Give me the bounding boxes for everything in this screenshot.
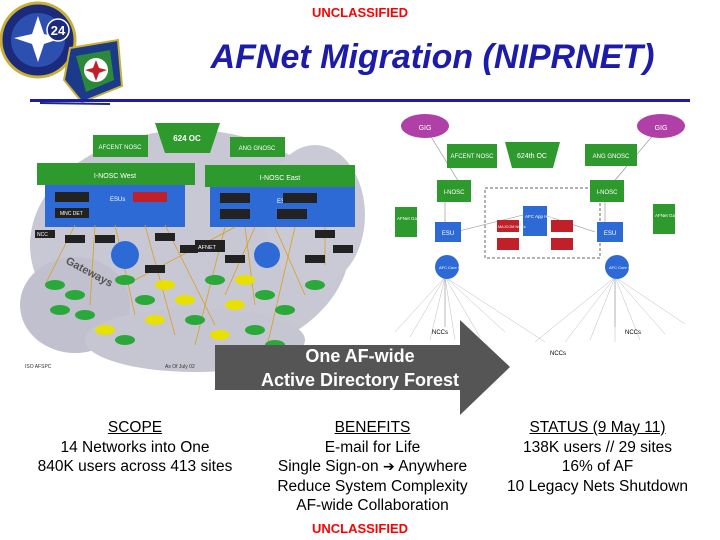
ang-gnosc-node [585, 144, 637, 166]
scope-line: 14 Networks into One [60, 438, 210, 456]
classification-bottom: UNCLASSIFIED [311, 521, 409, 536]
gig-right-label: GIG [655, 125, 668, 132]
mnc-det-node [55, 192, 89, 202]
logos: 24 [0, 1, 124, 105]
arrow-caption: One AF-wide Active Directory Forest [215, 344, 505, 392]
majcom-ncc-nodes [497, 220, 573, 250]
ncc-label: NCC [37, 232, 48, 238]
gig-left-node [401, 114, 449, 138]
afc-core-right-node [605, 255, 629, 279]
esu-left-node [435, 222, 461, 242]
afcent-nosc-node [93, 135, 148, 157]
inosc-west-label: I-NOSC West [94, 173, 136, 180]
benefits-line: E-mail for Life [324, 438, 421, 456]
title-underline [30, 99, 690, 102]
esu-left-label: ESU [442, 231, 454, 237]
afnet-gateways-left-label: AFNet Gateways [397, 216, 432, 221]
afc-core-left-node [435, 255, 459, 279]
arrow-line-2: Active Directory Forest [260, 370, 460, 390]
afcent-label: AFCENT NOSC [451, 154, 495, 160]
footer-left-label: ISO AFSPC [25, 364, 52, 370]
scope-column: SCOPE 14 Networks into One 840K users ac… [15, 418, 255, 477]
inosc-left-node [437, 180, 471, 202]
esu-right-label: ESU [604, 231, 616, 237]
benefits-line-sso: Single Sign-on ➔ Anywhere [255, 457, 490, 477]
mnc-det-node [220, 193, 250, 203]
afnet-network-diagram: GIG GIG AFCENT NOSC 624th OC ANG GNOSC I… [394, 114, 690, 357]
esus-west-label: ESUs [110, 197, 125, 203]
nccs-center-label: NCCs [550, 351, 566, 357]
nccs-left-label: NCCs [432, 330, 448, 336]
inosc-right-label: I-NOSC [597, 190, 619, 196]
ncc-fan-links [394, 276, 686, 343]
inosc-left-label: I-NOSC [444, 190, 466, 196]
oc-label: 624 OC [173, 134, 201, 143]
gig-right-node [637, 114, 685, 138]
benefits-column: BENEFITS E-mail for Life Single Sign-on … [255, 418, 490, 516]
inosc-east-node [205, 165, 355, 187]
gig-left-label: GIG [419, 125, 432, 132]
afcent-nosc-node [447, 144, 497, 168]
arrow-line-1: One AF-wide [305, 346, 415, 366]
status-line: 10 Legacy Nets Shutdown [507, 477, 688, 495]
afnet-node [195, 240, 225, 252]
arrow-shape [215, 320, 510, 415]
oc-node [155, 123, 220, 153]
afc-core-node [111, 241, 139, 269]
status-heading: STATUS (9 May 11) [529, 419, 666, 436]
benefits-line: Reduce System Complexity [277, 477, 468, 495]
inosc-east-label: I-NOSC East [260, 175, 301, 182]
esu-west-block [45, 185, 185, 227]
oc-node [505, 142, 560, 168]
scope-heading: SCOPE [107, 419, 163, 436]
esu-right-node [597, 222, 623, 242]
inosc-west-node [37, 163, 195, 185]
status-line: 16% of AF [561, 458, 634, 475]
afcent-label: AFCENT NOSC [99, 145, 143, 151]
afc-app-hosting-node [523, 206, 547, 236]
mnc-det-node [283, 193, 317, 203]
legacy-network-diagram: 624 OC AFCENT NOSC ANG GNOSC I-NOSC West… [20, 123, 365, 372]
benefits-line: AF-wide Collaboration [296, 497, 449, 514]
afspc-seal-icon: 24 [0, 1, 77, 79]
majcom-label: MAJCOM NCCs [498, 225, 526, 229]
afnet-label: AFNET [198, 245, 217, 251]
mnc-det-node [133, 192, 167, 202]
afnet-gateways-left-node [395, 207, 417, 237]
afc-core-right-label: AFC Core Services [609, 265, 643, 270]
oc-label: 624th OC [517, 153, 547, 160]
afc-core-left-label: AFC Core Services [439, 265, 473, 270]
ang-label: ANG GNOSC [593, 154, 630, 160]
mnc-det-node [277, 209, 307, 219]
mnc-det-node [220, 209, 250, 219]
scope-line: 840K users across 413 sites [37, 458, 233, 475]
benefits-heading: BENEFITS [334, 419, 411, 436]
mnc-det-node [55, 208, 89, 218]
af-network-ops-seal-icon [39, 38, 124, 105]
page-title: AFNet Migration (NIPRNET) [210, 38, 655, 76]
inosc-right-node [590, 180, 624, 202]
ncc-nodes [35, 230, 353, 273]
ncc-ovals [45, 275, 325, 350]
classification-top: UNCLASSIFIED [311, 5, 409, 20]
nccs-right-label: NCCs [625, 330, 641, 336]
afc-core-node [254, 242, 280, 268]
ang-gnosc-node [230, 137, 285, 157]
benefits-anywhere-text: Anywhere [398, 458, 468, 475]
afnet-gateways-right-label: AFNet Gateways [655, 213, 690, 218]
footer-right-label: As Of July 02 [165, 364, 195, 370]
status-column: STATUS (9 May 11) 138K users // 29 sites… [490, 418, 705, 496]
right-arrow-icon: ➔ [383, 458, 395, 474]
seal-number: 24 [51, 23, 66, 38]
benefits-sso-text: Single Sign-on [277, 458, 379, 475]
afc-app-label: AFC App Hosting [525, 214, 560, 219]
afnet-gateways-right-node [653, 204, 675, 234]
status-line: 138K users // 29 sites [522, 438, 673, 456]
mnc-det-label: MNC DET [60, 211, 83, 217]
ang-label: ANG GNOSC [239, 146, 276, 152]
migration-arrow [215, 320, 510, 415]
